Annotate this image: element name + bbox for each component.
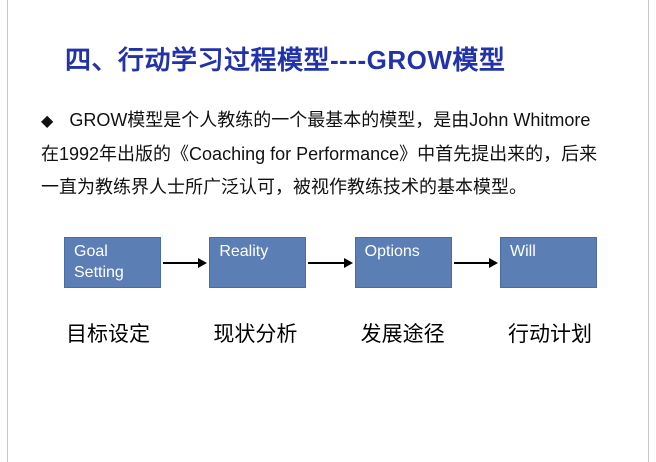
- slide-canvas: 四、行动学习过程模型----GROW模型 ◆ GROW模型是个人教练的一个最基本的…: [7, 0, 649, 462]
- paragraph-line-2: 在1992年出版的《Coaching for Performance》中首先提出…: [41, 144, 598, 164]
- arrow-head-icon: [343, 257, 353, 268]
- body-text: ◆ GROW模型是个人教练的一个最基本的模型，是由John Whitmore 在1…: [41, 104, 633, 204]
- paragraph-line-1-text: GROW模型是个人教练的一个最基本的模型，是由John Whitmore: [69, 110, 591, 130]
- flow-step-box-will: Will: [499, 237, 597, 288]
- flow-arrow-icon: [306, 237, 354, 288]
- flow-step-caption-will: 行动计划: [507, 323, 592, 346]
- caption-spacer: [462, 318, 506, 348]
- paragraph-line-1: ◆ GROW模型是个人教练的一个最基本的模型，是由John Whitmore: [41, 104, 633, 138]
- flow-step-box-goal-setting: Goal Setting: [64, 237, 161, 288]
- flow-arrow-icon: [452, 237, 500, 288]
- flow-captions-row: 目标设定 现状分析 发展途径 行动计划: [64, 318, 609, 348]
- caption-spacer: [314, 318, 358, 348]
- arrow-line: [163, 261, 199, 264]
- arrow-line: [308, 261, 344, 264]
- arrow-head-icon: [488, 257, 498, 268]
- flow-arrow-icon: [161, 237, 209, 288]
- flow-step-box-options: Options: [354, 237, 452, 288]
- arrow-line: [453, 261, 489, 264]
- flow-step-caption-goal-setting: 目标设定: [66, 323, 150, 346]
- paragraph-line-3: 一直为教练界人士所广泛认可，被视作教练技术的基本模型。: [41, 177, 527, 197]
- flow-step-caption-options: 发展途径: [360, 323, 445, 346]
- flow-step-box-reality: Reality: [209, 237, 307, 288]
- grow-flow-diagram: Goal Setting Reality Options Will: [64, 237, 597, 288]
- caption-spacer: [167, 318, 211, 348]
- slide-title: 四、行动学习过程模型----GROW模型: [65, 45, 506, 75]
- flow-step-caption-reality: 现状分析: [213, 323, 298, 346]
- arrow-head-icon: [198, 257, 208, 268]
- diamond-bullet-icon: ◆: [41, 113, 54, 130]
